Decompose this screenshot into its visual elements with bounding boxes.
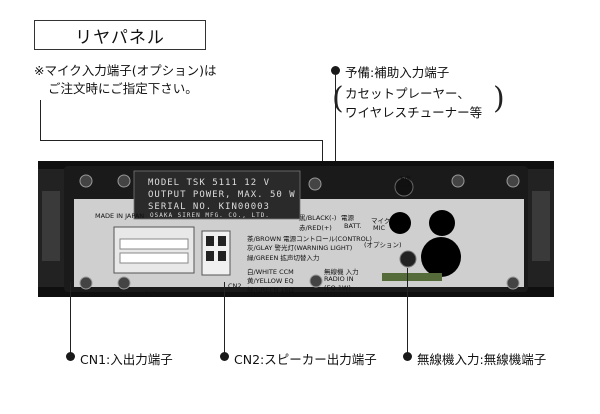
white-wire-label: 白/WHITE CCM [247,268,294,276]
batt-label: BATT. [344,222,362,230]
model-label: MODEL [148,178,181,188]
aux-panel-label-en: AUX [398,181,412,189]
nameplate-power: OUTPUT POWER, MAX. 50 W [148,190,296,200]
nameplate-serial: SERIAL NO. KIN00003 [148,202,270,212]
gray-wire-label: 灰/GLAY 警光灯(WARNING LIGHT) [247,244,353,252]
cn1-callout-dot [66,352,75,361]
cn1-callout-label: CN1:入出力端子 [80,352,173,367]
power-unit: W [289,190,296,200]
nameplate-model: MODEL TSK 5111 12 V [148,178,270,188]
serial-value: KIN00003 [218,202,270,212]
mic-note: ※マイク入力端子(オプション)は ご注文時にご指定下さい。 [34,62,216,98]
serial-label: SERIAL NO. [148,202,213,212]
yellow-wire-label: 黄/YELLOW EQ [247,277,294,285]
mic-note-line1: ※マイク入力端子(オプション)は [34,63,217,78]
cn2-callout-label: CN2:スピーカー出力端子 [234,352,377,367]
aux-description-line2: ワイヤレスチューナー等 [345,105,483,120]
power-value: 50 [269,190,283,200]
note-leader-h [40,140,322,141]
voltage-value: 12 [244,178,258,188]
aux-panel-label-jp: 予備 [398,175,411,183]
page-title: リヤパネル [34,20,206,50]
aux-leader-v [335,75,336,187]
radio-panel-label-spec: (EQ 1W) [324,284,351,292]
made-in-label: MADE IN JAPAN [95,212,145,220]
green-out-wire-label: 緑/GREEN 16Ω [247,286,294,294]
mic-note-line2: ご注文時にご指定下さい。 [48,81,198,96]
mic-label-en: MIC [373,224,386,232]
radio-callout-label: 無線機入力:無線機端子 [417,352,547,367]
mic-label-jp: マイク [371,217,391,225]
power-label: OUTPUT POWER, MAX. [148,190,264,200]
radio-callout-dot [403,352,412,361]
aux-callout-dot [331,66,340,75]
nameplate-maker: OSAKA SIREN MFG. CO., LTD. [150,212,270,219]
radio-panel-label-en: RADIO IN [324,275,354,283]
cn2-callout-dot [220,352,229,361]
voltage-unit: V [263,178,270,188]
cn1-leader [70,282,71,356]
power-label-jp: 電源 [341,214,354,222]
aux-open-paren-glyph: ( [332,81,344,116]
aux-description-line1: カセットプレーヤー、 [345,86,470,101]
aux-close-paren-glyph: ) [493,81,505,116]
rear-panel-image [38,161,554,297]
mic-option-label: (オプション) [364,241,402,249]
green-in-wire-label: 緑/GREEN 拡声切替入力 [247,254,320,262]
title-text: リヤパネル [75,27,165,48]
note-leader-v1 [40,100,41,140]
cn1-panel-label: CN1 [144,290,158,298]
red-wire-label: 赤/RED(+) [299,224,332,232]
radio-panel-label-jp: 無線機 入力 [324,268,359,276]
black-wire-label: 黒/BLACK(-) [299,214,337,222]
cn2-panel-label: CN2 [228,282,242,290]
brown-wire-label: 茶/BROWN 電源コントロール(CONTROL) [247,235,372,243]
cn2-leader [224,282,225,356]
aux-callout-label: 予備:補助入力端子 [345,65,450,80]
aux-description: カセットプレーヤー、 ワイヤレスチューナー等 [345,84,482,122]
radio-leader [407,268,408,356]
model-value: TSK 5111 [186,178,238,188]
